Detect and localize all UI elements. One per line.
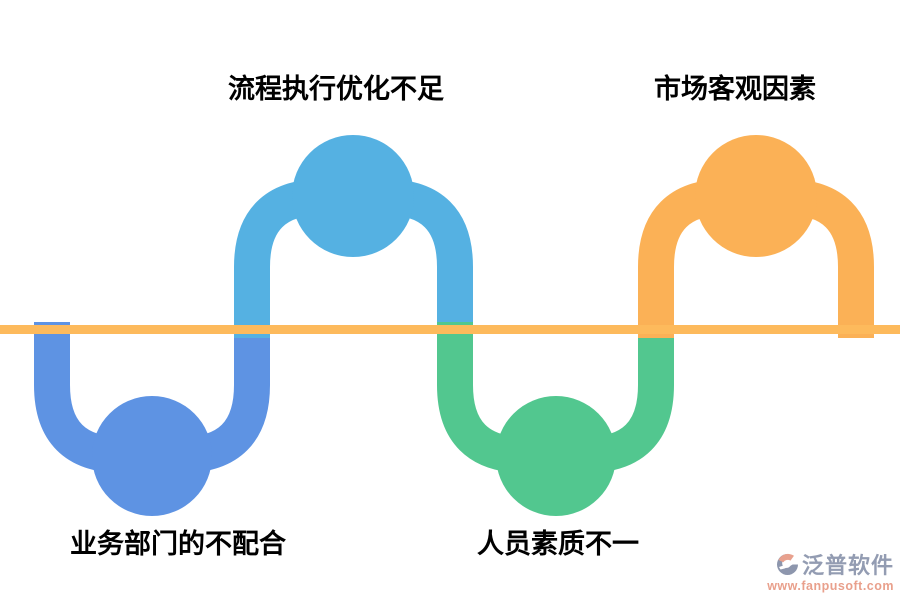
node-circle-personnel-quality — [496, 396, 616, 516]
node-circle-process-execution — [292, 135, 414, 257]
label-process-execution: 流程执行优化不足 — [228, 74, 444, 104]
label-market-factors: 市场客观因素 — [654, 74, 816, 104]
label-business-dept: 业务部门的不配合 — [70, 529, 286, 559]
brand-logo-icon — [776, 553, 798, 575]
node-circle-business-dept — [92, 396, 212, 516]
baseline — [0, 325, 900, 334]
label-personnel-quality: 人员素质不一 — [477, 529, 639, 559]
node-circle-market-factors — [695, 135, 817, 257]
brand-url: www.fanpusoft.com — [767, 579, 894, 593]
brand-name: 泛普软件 — [801, 553, 894, 578]
watermark: 泛普软件 www.fanpusoft.com — [767, 548, 894, 593]
